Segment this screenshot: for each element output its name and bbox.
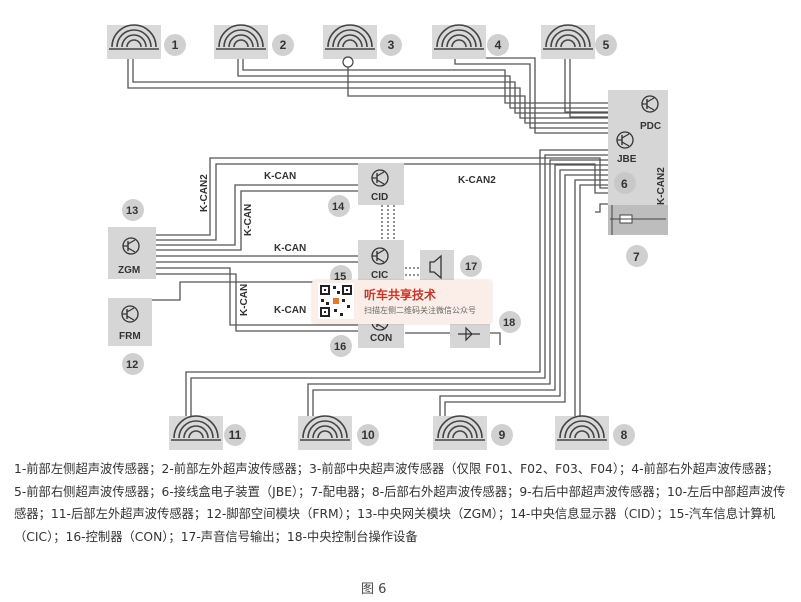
console-device-icon <box>450 320 490 348</box>
con-label: CON <box>370 333 392 344</box>
sensor-number: 5 <box>603 38 610 52</box>
zgm-label: ZGM <box>118 265 140 276</box>
zgm-module <box>108 227 156 279</box>
sensor-number: 3 <box>388 38 395 52</box>
jbe-pdc-unit <box>608 90 668 235</box>
speaker-number: 17 <box>465 261 477 273</box>
zgm-number: 13 <box>126 205 138 217</box>
kcan2-label: K-CAN2 <box>458 175 496 186</box>
kcan-vertical-label-cid: K-CAN <box>243 204 254 236</box>
kcan-label-cid: K-CAN <box>264 171 296 182</box>
cid-number: 14 <box>332 201 345 213</box>
sensor-number: 2 <box>280 38 287 52</box>
sensor-2 <box>213 24 269 60</box>
con-number: 16 <box>334 341 346 353</box>
frm-number: 12 <box>126 359 138 371</box>
sensor-3 <box>322 24 378 60</box>
kcan-vertical-label-con: K-CAN <box>239 284 250 316</box>
qr-code-icon <box>318 283 354 319</box>
sensor-number: 10 <box>361 428 375 442</box>
cic-label: CIC <box>371 270 388 281</box>
console-device-number: 18 <box>503 317 515 329</box>
sensor-number: 1 <box>172 38 179 52</box>
kcan-label-con: K-CAN <box>274 305 306 316</box>
kcan-label-cic: K-CAN <box>274 243 306 254</box>
kcan2-vertical-label: K-CAN2 <box>656 167 667 205</box>
sensor-10 <box>297 415 353 451</box>
sensor-number: 8 <box>621 428 628 442</box>
cid-label: CID <box>371 192 388 203</box>
watermark-subtitle: 扫描左侧二维码关注微信公众号 <box>364 306 476 315</box>
figure-label: 图 6 <box>361 582 387 597</box>
sensor-1 <box>106 24 162 60</box>
sensor-8 <box>554 415 610 451</box>
sensor-number: 11 <box>229 428 242 442</box>
speaker-icon <box>420 250 454 284</box>
sensor-number: 9 <box>499 428 506 442</box>
wires <box>127 55 651 420</box>
figure-caption: 1-前部左侧超声波传感器；2-前部左外超声波传感器；3-前部中央超声波传感器（仅… <box>14 462 786 544</box>
jbe-label: JBE <box>617 154 637 165</box>
sensor-4 <box>431 24 487 60</box>
cid-module <box>358 163 404 205</box>
wiring-diagram: 1 2 3 4 5 8 9 10 11 PDC JBE 6 K-CAN2 7 Z… <box>106 24 668 451</box>
kcan2-vertical-label-zgm: K-CAN2 <box>199 174 210 212</box>
frm-label: FRM <box>119 331 141 342</box>
sensor-9 <box>432 415 488 451</box>
sensor-5 <box>540 24 596 60</box>
sensor-number: 4 <box>495 38 502 52</box>
watermark-banner: 听车共享技术 扫描左侧二维码关注微信公众号 <box>312 280 492 324</box>
frm-module <box>108 298 152 346</box>
sensor-3-info-icon <box>342 56 354 68</box>
distribution-box-number: 7 <box>633 250 640 264</box>
jbe-number: 6 <box>621 177 628 191</box>
cic-module <box>358 240 404 282</box>
pdc-label: PDC <box>640 121 661 132</box>
watermark-title: 听车共享技术 <box>364 288 437 302</box>
sensor-11 <box>168 415 224 451</box>
